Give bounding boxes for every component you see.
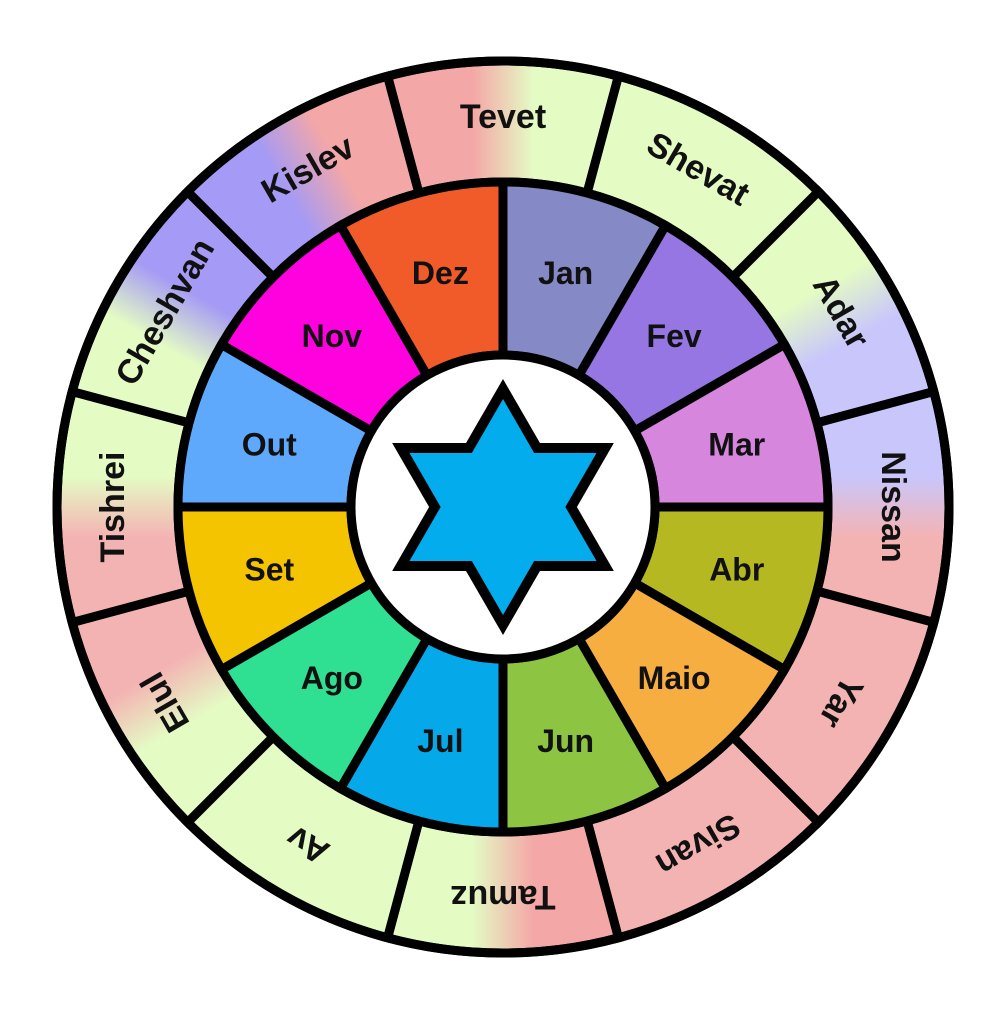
gregorian-month-label: Jul bbox=[417, 723, 463, 759]
gregorian-month-label: Fev bbox=[647, 318, 702, 354]
gregorian-month-label: Out bbox=[242, 426, 297, 462]
gregorian-month-label: Maio bbox=[638, 660, 711, 696]
gregorian-month-label: Jan bbox=[538, 255, 593, 291]
gregorian-month-label: Dez bbox=[412, 255, 469, 291]
outer-border bbox=[52, 56, 954, 958]
gregorian-month-label: Abr bbox=[709, 552, 764, 588]
star-of-david-icon bbox=[392, 378, 614, 636]
hebrew-month-label: Tamuz bbox=[450, 878, 555, 916]
hebrew-month-label: Nissan bbox=[874, 451, 912, 563]
gregorian-month-label: Mar bbox=[708, 426, 765, 462]
gregorian-month-label: Ago bbox=[301, 660, 363, 696]
gregorian-month-label: Jun bbox=[537, 723, 594, 759]
gregorian-month-label: Set bbox=[244, 552, 294, 588]
hebrew-month-label: Tevet bbox=[460, 98, 546, 136]
gregorian-month-label: Nov bbox=[302, 318, 363, 354]
hebrew-month-label: Tishrei bbox=[94, 452, 132, 563]
